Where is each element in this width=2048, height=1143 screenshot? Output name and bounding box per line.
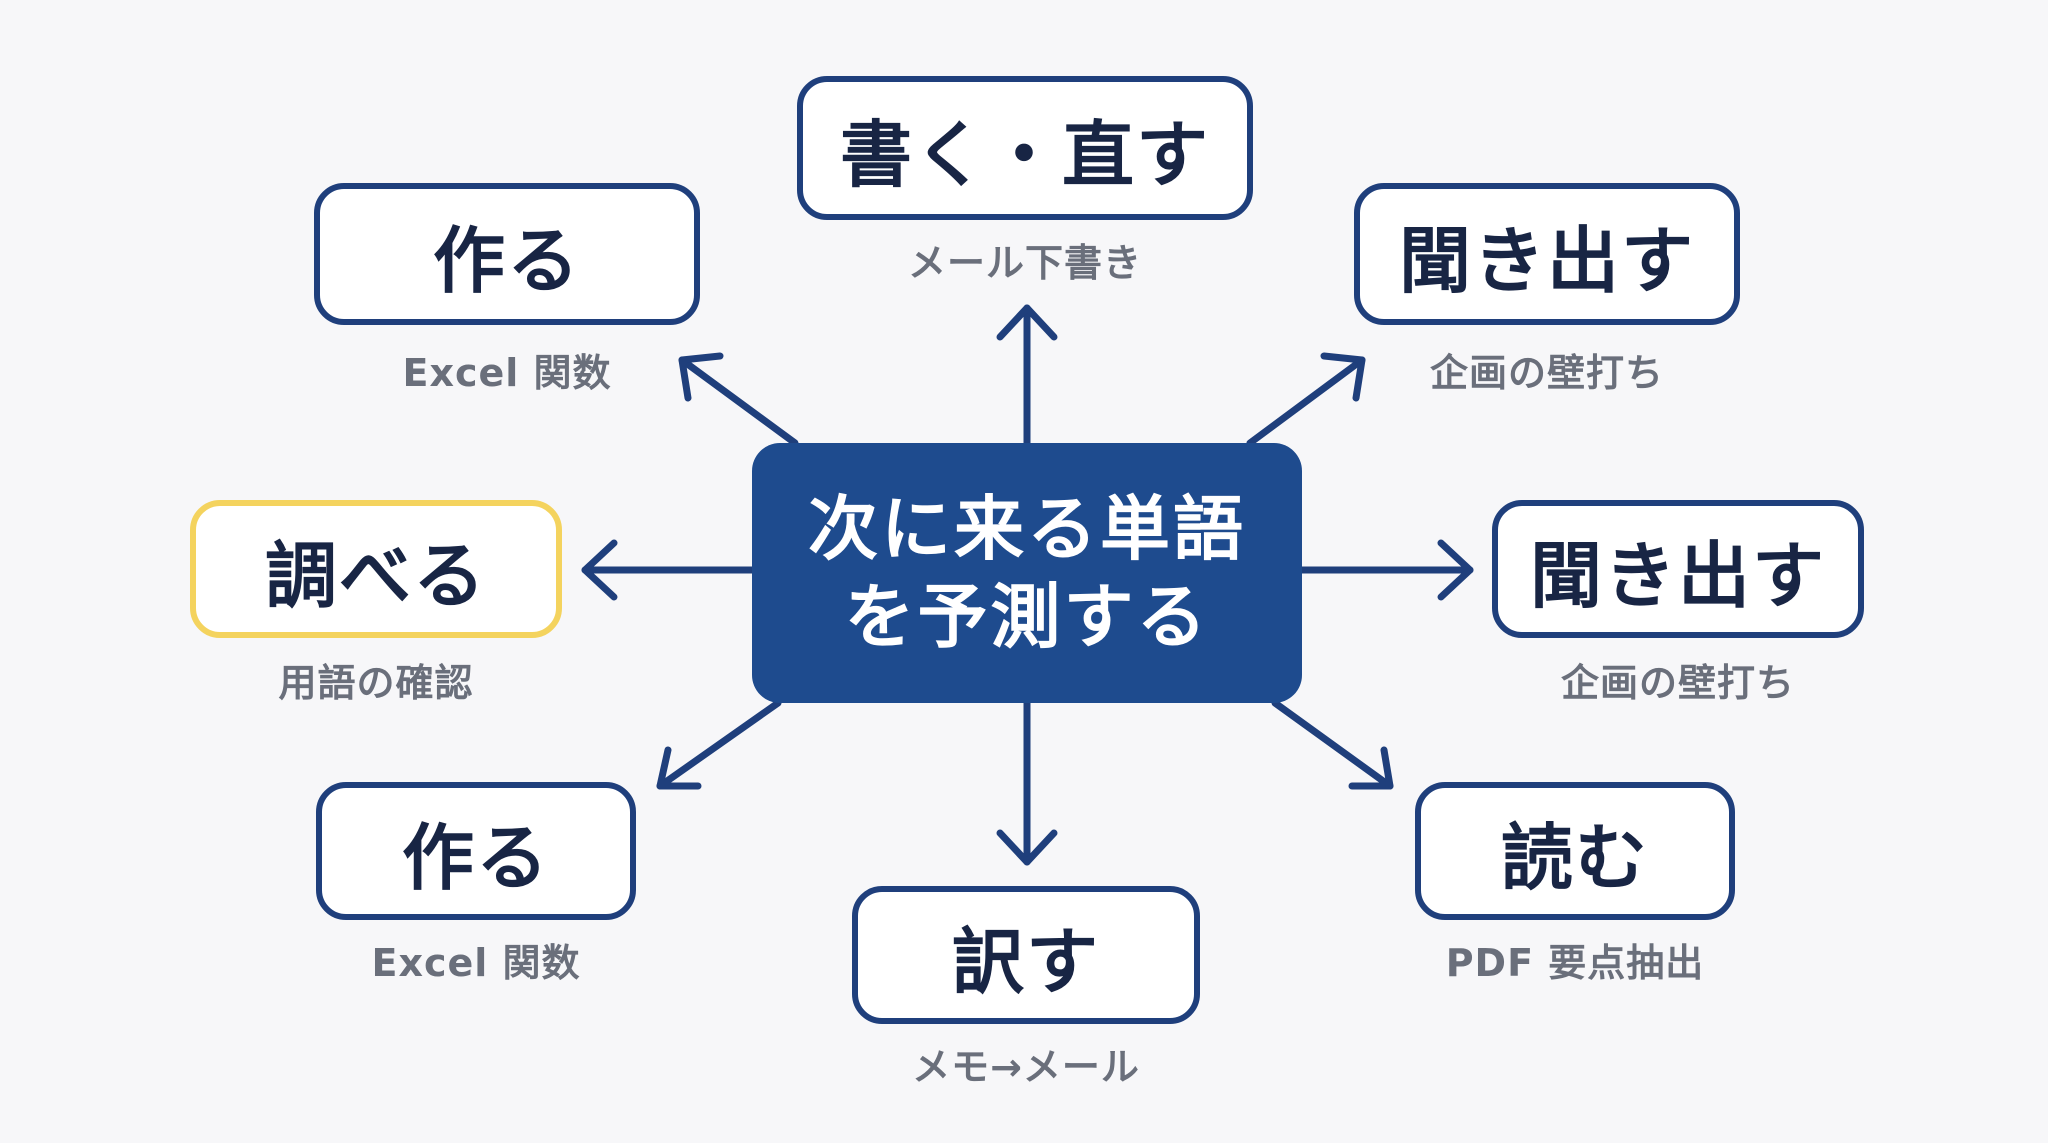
node-ask-top: 聞き出す [1354, 183, 1740, 325]
node-write-fix: 書く・直す [797, 76, 1253, 220]
arrow-to-research [581, 539, 756, 601]
node-subtitle: メモ→メール [912, 1045, 1140, 1089]
node-subtitle: Excel 関数 [402, 351, 612, 395]
center-text-line1: 次に来る単語 [808, 488, 1246, 570]
node-label: 調べる [264, 533, 487, 618]
node-subtitle: 企画の壁打ち [1429, 351, 1664, 395]
center-box: 次に来る単語 を予測する [752, 443, 1302, 703]
node-research: 調べる [190, 500, 562, 638]
node-label: 訳す [951, 919, 1100, 1004]
arrow-to-ask-top [1246, 352, 1366, 447]
node-subtitle: 用語の確認 [278, 661, 474, 705]
node-ask-right: 聞き出す [1492, 500, 1864, 638]
arrow-to-make-bottom [656, 699, 782, 790]
node-label: 作る [432, 218, 581, 303]
node-subtitle: メール下書き [907, 241, 1142, 285]
arrow-to-read [1271, 699, 1394, 790]
center-text-line2: を予測する [844, 576, 1210, 658]
node-read: 読む [1415, 782, 1735, 920]
node-translate: 訳す [852, 886, 1200, 1024]
arrow-to-ask-right [1298, 539, 1474, 601]
node-subtitle: Excel 関数 [371, 941, 581, 985]
node-label: 書く・直す [839, 112, 1210, 197]
node-subtitle: 企画の壁打ち [1560, 661, 1795, 705]
arrow-to-translate [996, 699, 1058, 866]
node-label: 作る [401, 815, 550, 900]
node-make-bottom: 作る [316, 782, 636, 920]
node-subtitle: PDF 要点抽出 [1445, 941, 1705, 985]
node-label: 聞き出す [1529, 533, 1826, 618]
node-label: 読む [1500, 815, 1649, 900]
arrow-to-make-top [678, 352, 799, 447]
arrow-to-write [996, 304, 1058, 447]
node-label: 聞き出す [1398, 218, 1695, 303]
node-make-top: 作る [314, 183, 700, 325]
